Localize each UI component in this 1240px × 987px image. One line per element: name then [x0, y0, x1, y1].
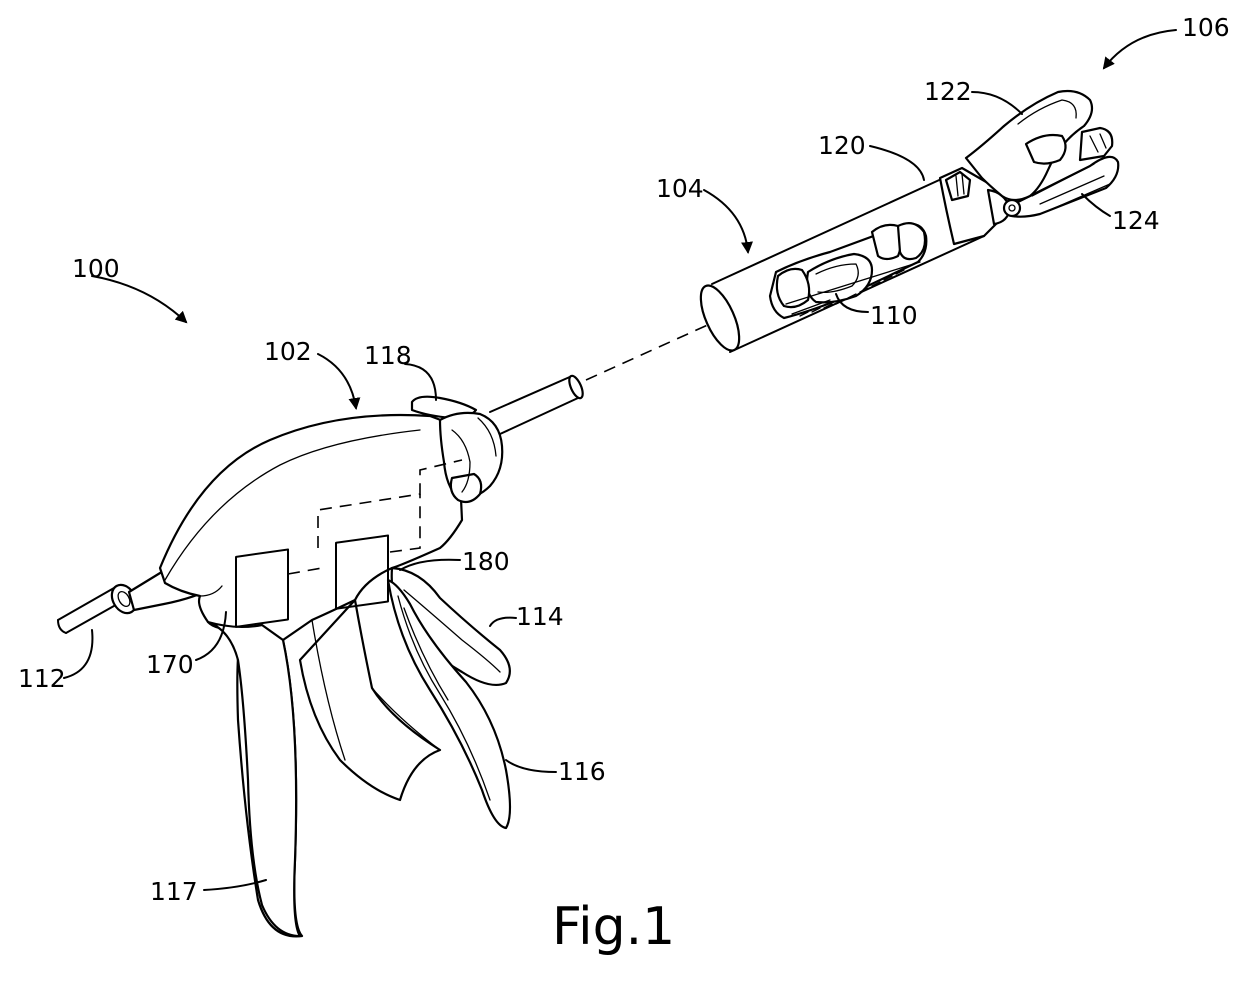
- shaft-proximal: [490, 374, 585, 434]
- label-106: 106: [1182, 13, 1230, 42]
- leader-120: [870, 146, 924, 180]
- leader-116: [506, 760, 556, 772]
- arrow-104: [704, 190, 748, 252]
- label-104: 104: [656, 174, 704, 203]
- label-124: 124: [1112, 206, 1160, 235]
- label-116: 116: [558, 757, 606, 786]
- label-102: 102: [264, 337, 312, 366]
- shaft-assembly: [693, 168, 1010, 356]
- arrow-106: [1104, 30, 1176, 68]
- figure-caption: Fig.1: [552, 897, 675, 957]
- label-170: 170: [146, 650, 194, 679]
- leader-124: [1082, 194, 1110, 216]
- jaw-pivot: [1004, 200, 1020, 216]
- assembly-axis: [586, 323, 712, 380]
- label-114: 114: [516, 602, 564, 631]
- leader-112: [64, 630, 92, 678]
- label-117: 117: [150, 877, 198, 906]
- leader-122: [972, 92, 1022, 114]
- leader-114: [490, 618, 516, 626]
- label-112: 112: [18, 664, 66, 693]
- handle-assembly: [58, 374, 585, 936]
- label-120: 120: [818, 131, 866, 160]
- label-118: 118: [364, 341, 412, 370]
- cable: [58, 581, 141, 633]
- label-122: 122: [924, 77, 972, 106]
- arrow-102: [318, 354, 356, 408]
- label-180: 180: [462, 547, 510, 576]
- label-100: 100: [72, 254, 120, 283]
- label-110: 110: [870, 301, 918, 330]
